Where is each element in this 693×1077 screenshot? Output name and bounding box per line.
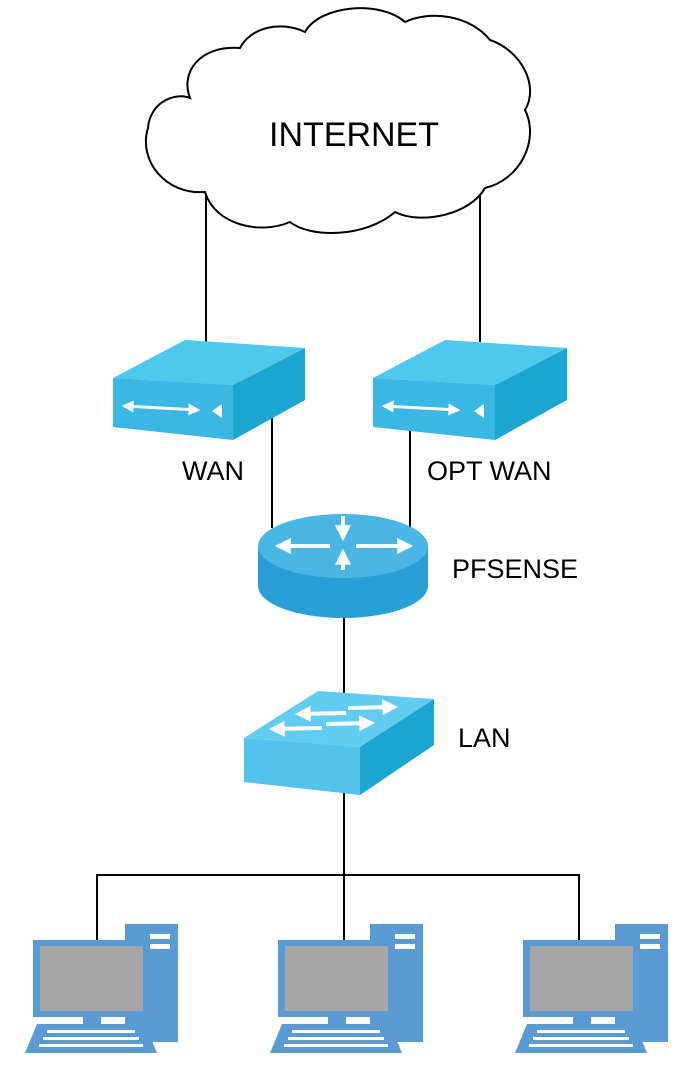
computer-1 — [25, 924, 178, 1053]
wan-label: WAN — [182, 456, 244, 486]
opt-wan-label: OPT WAN — [427, 456, 552, 486]
pfsense-label: PFSENSE — [452, 554, 578, 584]
switch-icon — [244, 691, 434, 795]
computer-2 — [270, 924, 423, 1053]
router-pfsense: PFSENSE — [258, 514, 578, 618]
computer-3 — [515, 924, 668, 1053]
desktop-computer-icon — [270, 924, 423, 1053]
modem-wan: WAN — [113, 340, 305, 486]
modem-icon — [373, 340, 567, 440]
lan-label: LAN — [458, 723, 511, 753]
internet-label: INTERNET — [269, 116, 439, 154]
router-icon — [258, 514, 428, 618]
switch-lan: LAN — [244, 691, 511, 795]
modem-icon — [113, 340, 305, 440]
connection-lines — [96, 190, 580, 942]
desktop-computer-icon — [25, 924, 178, 1053]
cloud-icon: INTERNET — [145, 7, 531, 234]
desktop-computer-icon — [515, 924, 668, 1053]
modem-opt-wan: OPT WAN — [373, 340, 567, 486]
